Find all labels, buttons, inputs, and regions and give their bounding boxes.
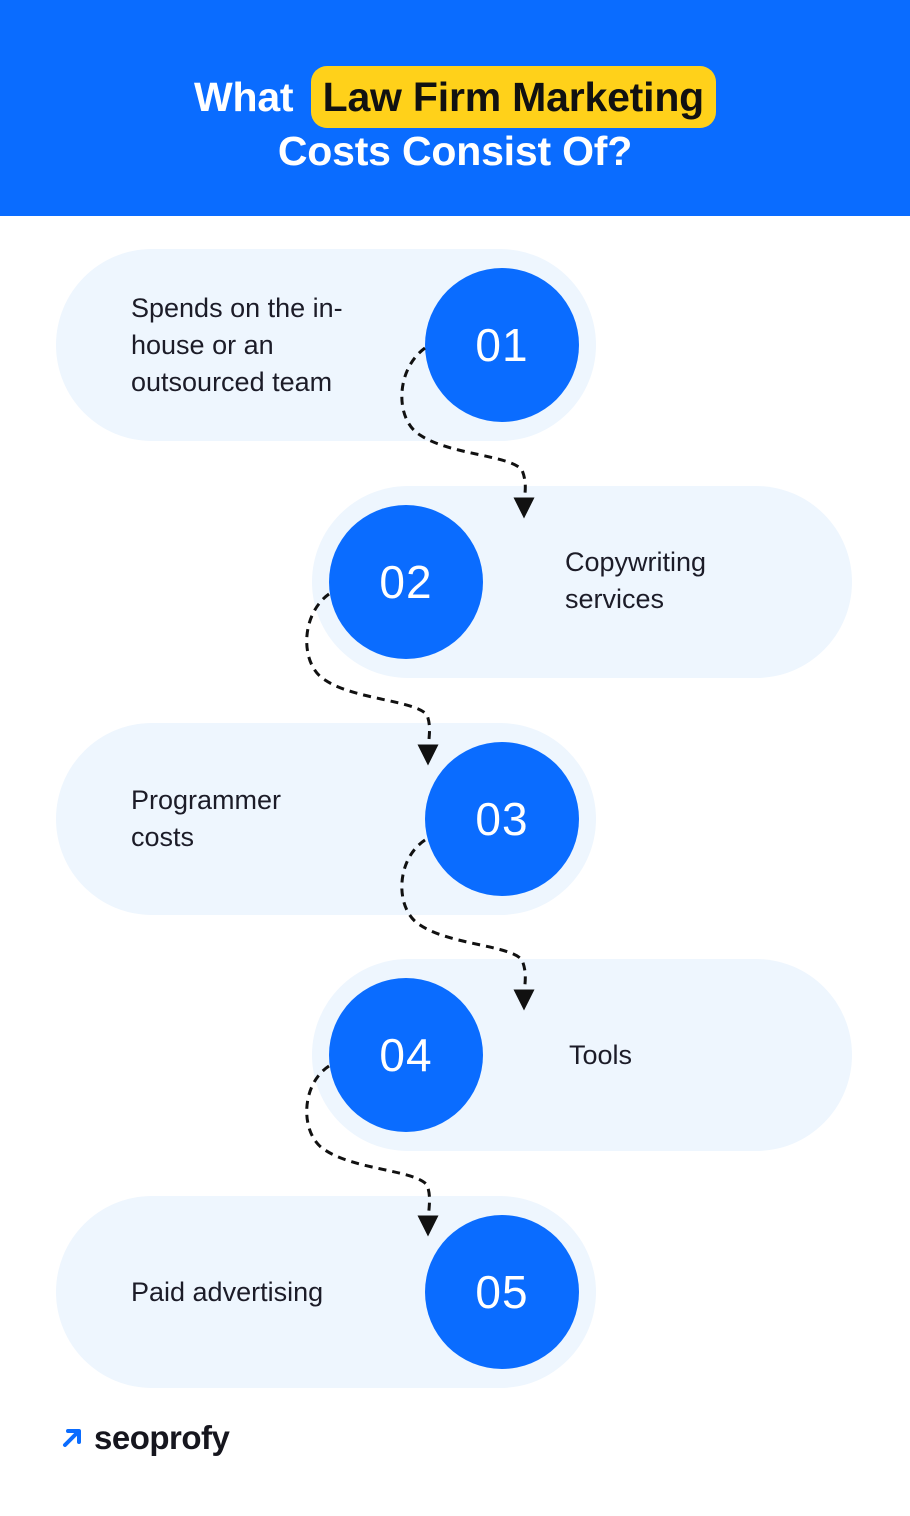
step-3-label: Programmer costs: [131, 785, 282, 852]
title-highlight: Law Firm Marketing: [310, 66, 717, 128]
title-line-1: What Law Firm Marketing: [0, 66, 910, 128]
step-3-number: 03: [425, 742, 579, 896]
brand-name: seoprofy: [94, 1419, 230, 1456]
connector-4-5: [305, 1064, 439, 1237]
title-line-2: Costs Consist Of?: [277, 128, 633, 174]
step-1-label: Spends on the in- house or an outsourced…: [131, 293, 343, 397]
step-1-number: 01: [425, 268, 579, 422]
step-5-label: Paid advertising: [131, 1277, 324, 1307]
step-2-number: 02: [329, 505, 483, 659]
step-5-number: 05: [425, 1215, 579, 1369]
arrow-up-right-icon: [63, 1429, 81, 1447]
connector-2-3: [305, 592, 439, 766]
connector-1-2: [400, 346, 535, 519]
brand-logo: seoprofy: [60, 1416, 230, 1460]
step-2-label: Copywriting services: [565, 547, 707, 614]
connector-3-4: [400, 838, 535, 1011]
header-banner: What Law Firm Marketing Costs Consist Of…: [0, 0, 910, 216]
title-prefix: What: [193, 74, 294, 120]
step-4-number: 04: [329, 978, 483, 1132]
step-4-label: Tools: [569, 1040, 633, 1070]
